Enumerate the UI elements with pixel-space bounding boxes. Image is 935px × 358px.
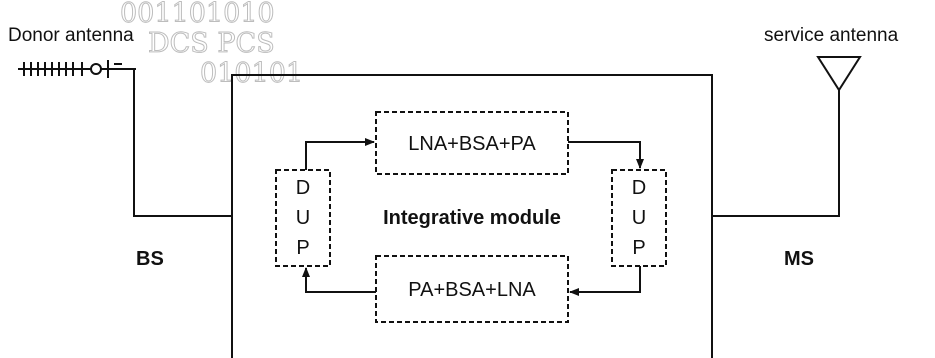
service-antenna-icon — [816, 56, 862, 216]
right-duplexer-letter-u: U — [632, 207, 646, 229]
uplink-arrow-in — [305, 138, 375, 170]
uplink-arrow-out — [568, 141, 644, 169]
top-amplifier-label: LNA+BSA+PA — [408, 133, 536, 155]
bottom-amplifier-box — [375, 255, 569, 323]
integrative-module-box — [231, 74, 713, 358]
integrative-module-label: Integrative module — [383, 207, 561, 229]
left-duplexer-letter-p: P — [296, 237, 309, 259]
bs-label: BS — [136, 248, 164, 270]
downlink-arrow-out — [302, 267, 376, 293]
left-duplexer-letter-d: D — [296, 177, 310, 199]
watermark-line-2: DCS PCS — [148, 28, 275, 59]
bottom-amplifier-label: PA+BSA+LNA — [408, 279, 536, 301]
downlink-arrow-in — [569, 266, 641, 296]
donor-feed-line — [133, 69, 232, 217]
watermark-line-3: 010101 — [200, 58, 303, 89]
service-antenna-label: service antenna — [764, 25, 899, 46]
top-amplifier-box — [375, 111, 569, 175]
right-duplexer-letter-p: P — [632, 237, 645, 259]
donor-antenna-icon — [18, 60, 136, 78]
right-duplexer-letter-d: D — [632, 177, 646, 199]
left-duplexer-letter-u: U — [296, 207, 310, 229]
watermark: 001101010 DCS PCS 010101 — [120, 0, 304, 90]
watermark-line-1: 001101010 — [120, 0, 275, 29]
left-duplexer-box — [275, 169, 331, 267]
ms-label: MS — [784, 248, 814, 270]
donor-antenna-label: Donor antenna — [8, 25, 134, 46]
